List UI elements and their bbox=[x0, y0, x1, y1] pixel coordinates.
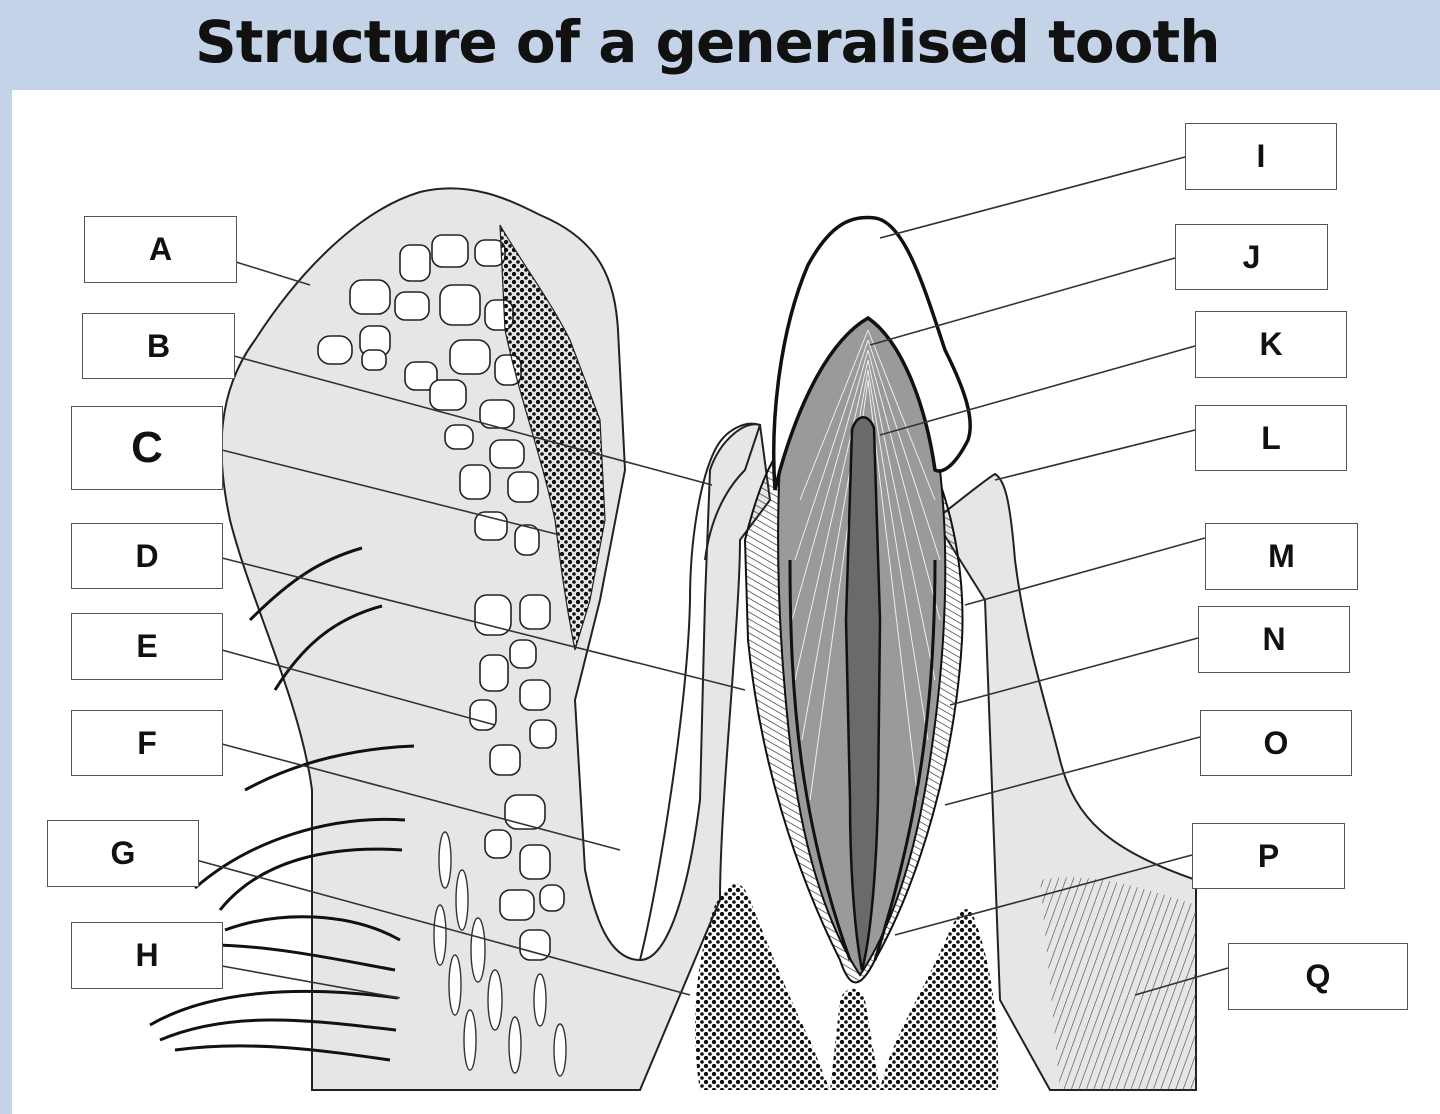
label-box-b[interactable]: B bbox=[82, 313, 235, 379]
pulp-cavity bbox=[844, 416, 882, 971]
bone-marrow-left bbox=[695, 883, 830, 1090]
label-j: J bbox=[1242, 238, 1261, 275]
apical-marrow bbox=[830, 988, 880, 1090]
label-a: A bbox=[148, 231, 173, 267]
label-g: G bbox=[110, 835, 136, 871]
label-q: Q bbox=[1305, 958, 1331, 994]
label-box-d[interactable]: D bbox=[71, 523, 223, 589]
label-box-h[interactable]: H bbox=[71, 922, 223, 989]
label-box-o[interactable]: O bbox=[1200, 710, 1352, 776]
socket-wall-left bbox=[639, 422, 762, 961]
bone-cells bbox=[317, 234, 565, 961]
label-box-l[interactable]: L bbox=[1195, 405, 1347, 471]
label-p: P bbox=[1257, 837, 1280, 874]
label-box-f[interactable]: F bbox=[71, 710, 223, 776]
bone-marrow-right bbox=[880, 909, 999, 1090]
label-box-j[interactable]: J bbox=[1175, 224, 1328, 290]
bone-elongated-cells bbox=[433, 831, 567, 1077]
label-box-a[interactable]: A bbox=[84, 216, 237, 283]
label-box-g[interactable]: G bbox=[47, 820, 199, 887]
label-box-k[interactable]: K bbox=[1195, 311, 1347, 378]
label-i: I bbox=[1256, 138, 1266, 174]
label-c: C bbox=[131, 423, 163, 472]
root-outline bbox=[788, 559, 937, 961]
label-f: F bbox=[137, 724, 157, 761]
label-k: K bbox=[1259, 326, 1283, 362]
label-e: E bbox=[136, 628, 158, 664]
label-o: O bbox=[1263, 724, 1289, 761]
label-box-n[interactable]: N bbox=[1198, 606, 1350, 673]
label-m: M bbox=[1268, 538, 1295, 574]
nerve-fibres bbox=[149, 546, 415, 1062]
label-box-c[interactable]: C bbox=[71, 406, 223, 490]
label-h: H bbox=[135, 937, 159, 973]
right-gum-hatch bbox=[1040, 877, 1196, 1090]
label-box-e[interactable]: E bbox=[71, 613, 223, 680]
label-d: D bbox=[135, 537, 159, 574]
title-bar: Structure of a generalised tooth bbox=[0, 0, 1440, 90]
label-l: L bbox=[1261, 419, 1281, 456]
label-box-q[interactable]: Q bbox=[1228, 943, 1408, 1010]
leader-lines bbox=[195, 156, 1229, 999]
label-box-i[interactable]: I bbox=[1185, 123, 1337, 190]
label-box-m[interactable]: M bbox=[1205, 523, 1358, 590]
enamel-crown bbox=[772, 215, 972, 491]
label-n: N bbox=[1262, 621, 1286, 657]
label-b: B bbox=[146, 327, 171, 364]
periosteum-band bbox=[499, 224, 606, 651]
diagram-title: Structure of a generalised tooth bbox=[195, 8, 1221, 76]
label-box-p[interactable]: P bbox=[1192, 823, 1345, 889]
